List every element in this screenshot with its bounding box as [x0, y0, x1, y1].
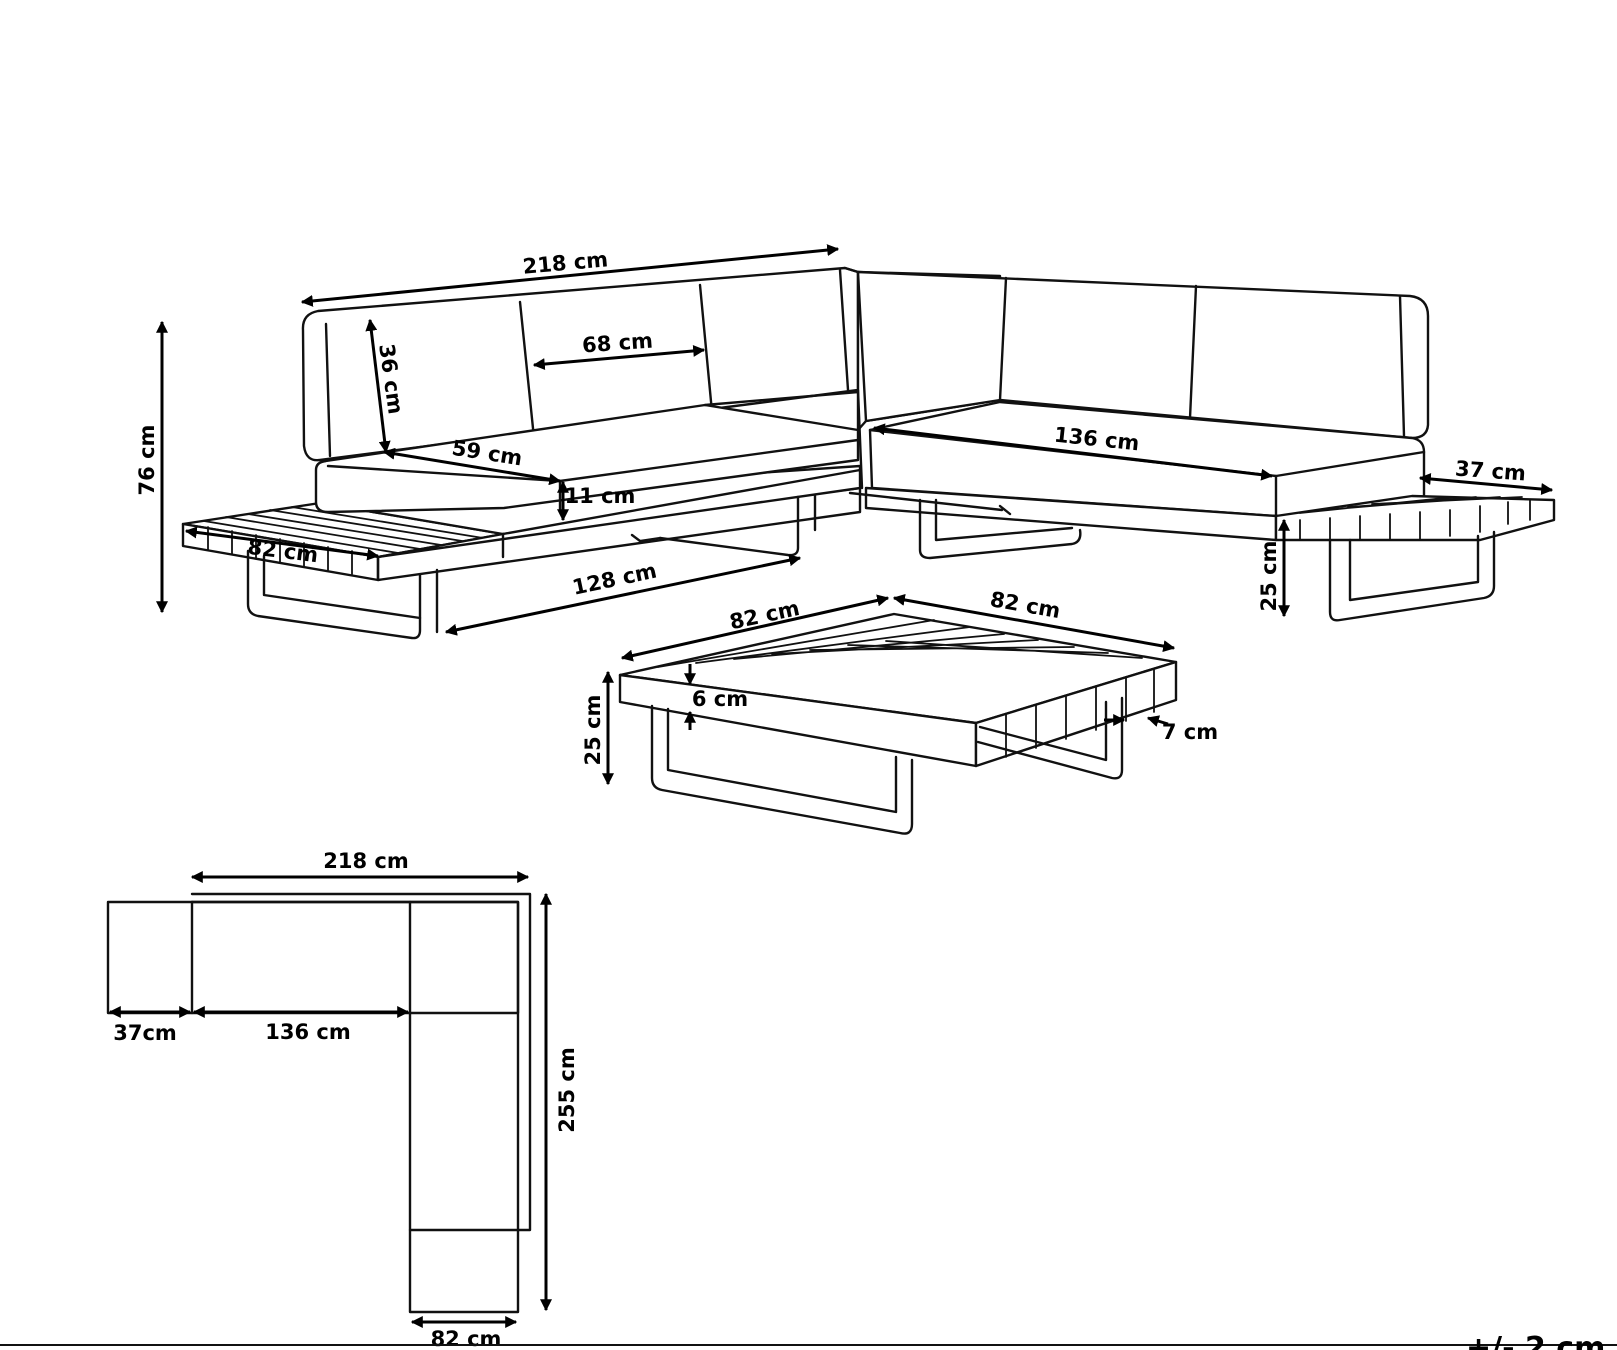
label-6: 6 cm: [692, 687, 748, 711]
plan-view: [106, 892, 532, 1314]
label-plan-82: 82 cm: [431, 1327, 502, 1350]
label-76: 76 cm: [135, 425, 159, 496]
label-side-25: 25 cm: [1257, 541, 1281, 612]
coffee-table: [618, 612, 1178, 835]
label-68: 68 cm: [581, 329, 653, 358]
label-plan-136: 136 cm: [265, 1020, 350, 1044]
label-128: 128 cm: [570, 559, 659, 600]
left-base-platform: [318, 464, 862, 582]
label-plan-37: 37cm: [113, 1021, 177, 1045]
dimension-lines: [108, 244, 1554, 1328]
label-11: 11 cm: [565, 484, 636, 508]
label-table-82-left: 82 cm: [727, 596, 801, 634]
tolerance-label: +/- 2 cm: [1466, 1331, 1605, 1350]
label-table-25: 25 cm: [581, 695, 605, 766]
label-plan-255: 255 cm: [555, 1047, 579, 1132]
label-37: 37 cm: [1454, 457, 1526, 486]
label-plan-218: 218 cm: [323, 849, 408, 873]
right-side-shelf: [1274, 494, 1556, 622]
right-back-cushions: [856, 270, 1430, 440]
label-7: 7 cm: [1162, 720, 1218, 744]
